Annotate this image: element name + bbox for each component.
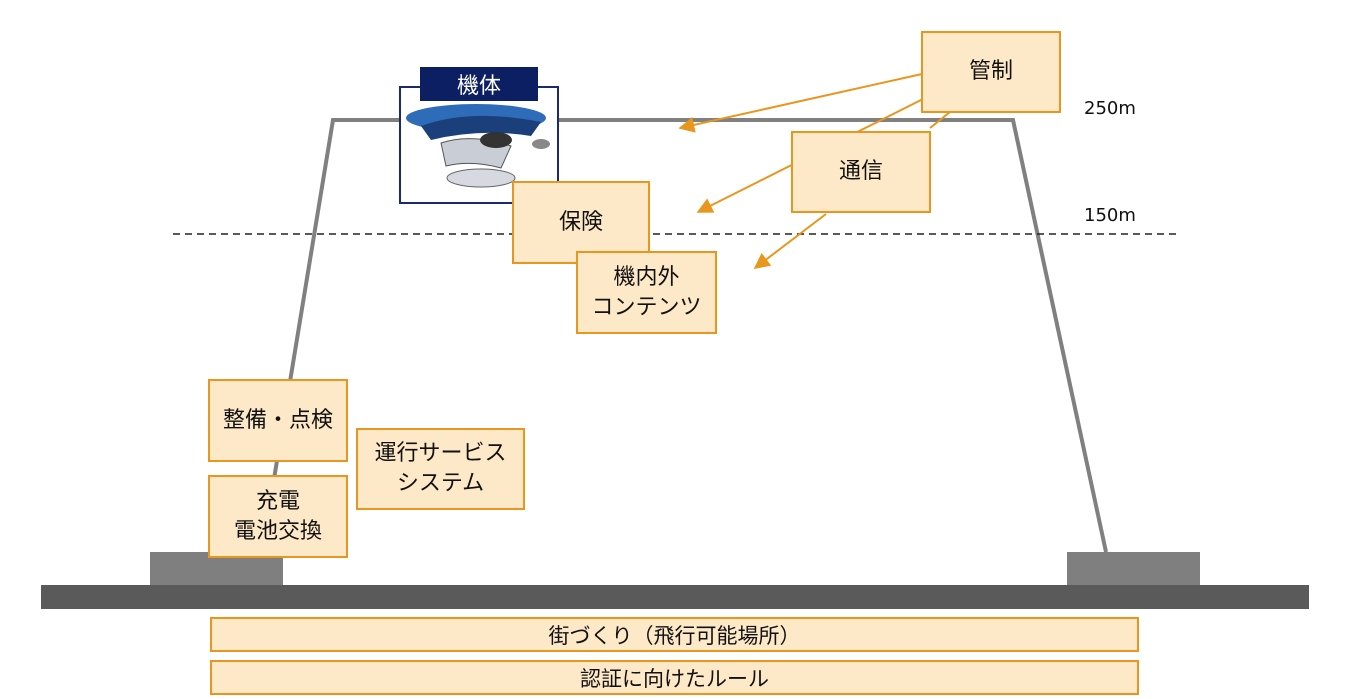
altitude-150m-label: 150m: [1084, 205, 1136, 226]
control-arrow: [678, 73, 923, 133]
operation-system-box: 運行サービス システム: [356, 428, 525, 510]
communication-arrow: [753, 213, 827, 269]
control-arrow-3: [929, 111, 951, 129]
aircraft-label: 機体: [420, 67, 538, 101]
flying-car-icon: [406, 104, 550, 188]
maintenance-box: 整備・点検: [208, 379, 348, 462]
insurance-box: 保険: [512, 181, 650, 264]
communication-box: 通信: [791, 131, 931, 213]
charging-box: 充電 電池交換: [208, 475, 348, 558]
ground-bar: [41, 585, 1309, 609]
certification-rules-bar: 認証に向けたルール: [210, 660, 1139, 695]
city-planning-bar: 街づくり（飛行可能場所）: [210, 617, 1139, 652]
control-box: 管制: [921, 31, 1061, 113]
flight-corridor-outline: [260, 118, 1108, 553]
altitude-250m-label: 250m: [1084, 98, 1136, 119]
contents-box: 機内外 コンテンツ: [576, 251, 717, 334]
right-landing-pad: [1067, 552, 1200, 586]
